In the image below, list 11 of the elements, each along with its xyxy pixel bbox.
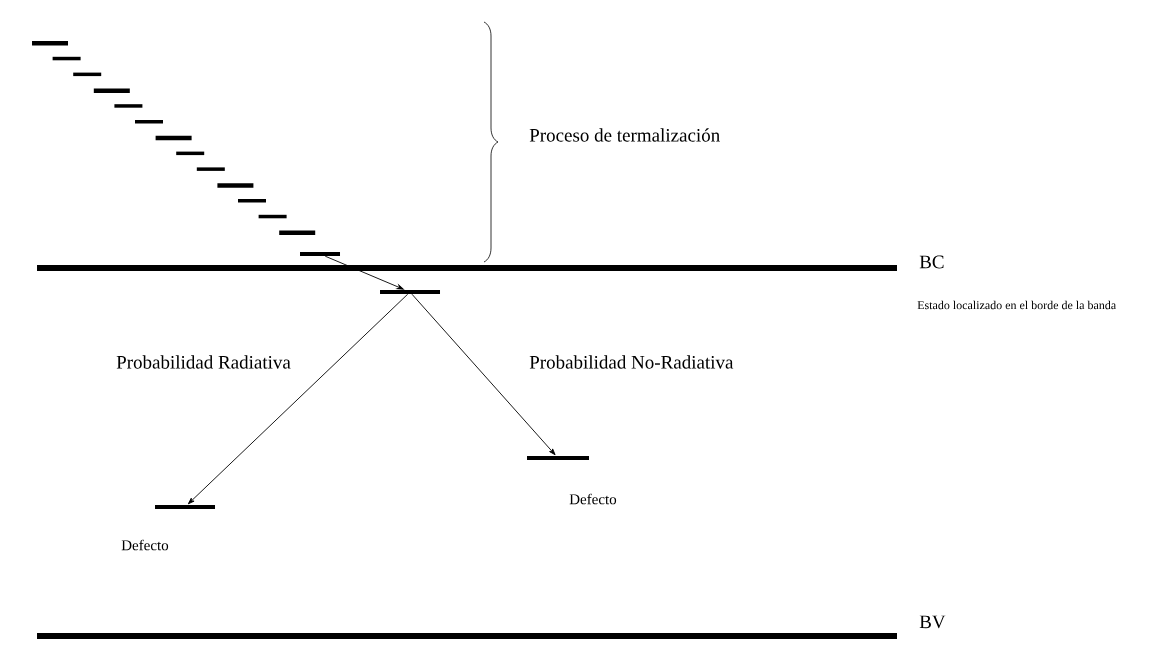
text-label: Estado localizado en el borde de la banda xyxy=(917,300,1116,310)
arrow xyxy=(411,293,556,456)
edge-label: Probabilidad Radiativa xyxy=(116,355,291,369)
edge-label: Probabilidad No-Radiativa xyxy=(529,355,734,369)
arrow xyxy=(187,293,409,505)
text-label: BC xyxy=(919,255,944,269)
level-bar xyxy=(300,252,340,256)
level-caption: Defecto xyxy=(121,539,169,551)
level-caption: Defecto xyxy=(569,493,617,505)
text-label: BV xyxy=(919,615,946,629)
text-label: Proceso de termalización xyxy=(529,128,720,142)
